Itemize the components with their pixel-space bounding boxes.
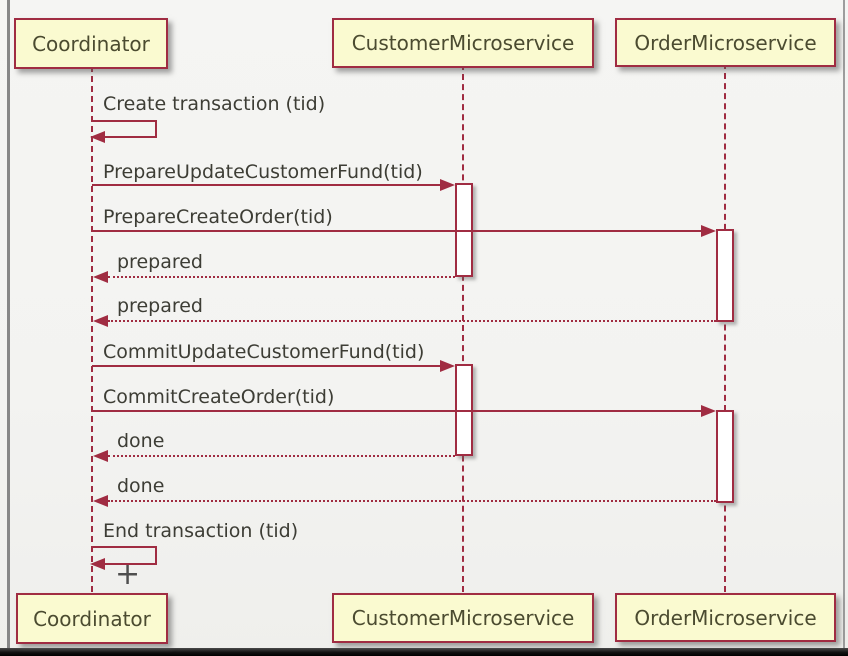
message-line-done-customer bbox=[108, 455, 455, 457]
arrowhead-icon-prepared-customer bbox=[93, 271, 108, 283]
message-label-done-customer: done bbox=[117, 430, 165, 452]
participant-label-customer-top: CustomerMicroservice bbox=[351, 31, 575, 55]
message-label-done-order: done bbox=[117, 475, 165, 497]
participant-label-order-top: OrderMicroservice bbox=[634, 30, 817, 55]
message-label-prepared-order: prepared bbox=[117, 295, 203, 317]
arrowhead-icon-self-1 bbox=[90, 131, 105, 143]
message-label-prepare-create-order: PrepareCreateOrder(tid) bbox=[103, 206, 333, 228]
message-line-prepared-order bbox=[108, 320, 716, 322]
frame-left-edge bbox=[7, 0, 10, 649]
lifeline-customer-microservice bbox=[462, 64, 464, 592]
frame-bottom-bar bbox=[0, 648, 848, 656]
self-loop-top-2 bbox=[92, 546, 157, 548]
participant-label-customer-bottom: CustomerMicroservice bbox=[351, 606, 575, 630]
message-line-commit-update bbox=[92, 365, 442, 367]
participant-box-coordinator-bottom: Coordinator bbox=[16, 593, 168, 644]
participant-box-customer-bottom: CustomerMicroservice bbox=[332, 593, 594, 643]
message-label-create-transaction: Create transaction (tid) bbox=[103, 93, 326, 115]
lifeline-coordinator bbox=[91, 66, 93, 592]
lifeline-order-microservice bbox=[724, 63, 726, 592]
message-label-prepare-update-customer-fund: PrepareUpdateCustomerFund(tid) bbox=[103, 161, 423, 183]
participant-label-coordinator-bottom: Coordinator bbox=[33, 606, 151, 631]
self-loop-bottom-2 bbox=[104, 563, 157, 565]
message-label-commit-update-customer-fund: CommitUpdateCustomerFund(tid) bbox=[103, 341, 425, 363]
participant-box-customer-top: CustomerMicroservice bbox=[332, 18, 594, 68]
participant-label-order-bottom: OrderMicroservice bbox=[634, 605, 817, 630]
message-line-prepare-update bbox=[92, 184, 442, 186]
message-line-prepare-create-order bbox=[92, 230, 702, 232]
activation-bar-order-1 bbox=[716, 229, 734, 322]
participant-box-order-bottom: OrderMicroservice bbox=[615, 593, 836, 642]
destroy-plus-marker: + bbox=[115, 557, 141, 592]
message-label-prepared-customer: prepared bbox=[117, 251, 203, 273]
self-loop-top-1 bbox=[92, 120, 157, 122]
message-label-end-transaction: End transaction (tid) bbox=[103, 520, 299, 542]
arrowhead-icon-commit-create-order bbox=[701, 405, 716, 417]
message-label-commit-create-order: CommitCreateOrder(tid) bbox=[103, 386, 335, 408]
message-line-done-order bbox=[108, 500, 716, 502]
message-line-prepared-customer bbox=[108, 276, 455, 278]
self-loop-right-1 bbox=[155, 120, 157, 137]
arrowhead-icon-prepare-update bbox=[440, 179, 455, 191]
arrowhead-icon-done-customer bbox=[93, 450, 108, 462]
message-line-commit-create-order bbox=[92, 410, 702, 412]
self-loop-bottom-1 bbox=[104, 136, 157, 138]
participant-box-order-top: OrderMicroservice bbox=[615, 18, 836, 67]
arrowhead-icon-commit-update bbox=[440, 360, 455, 372]
arrowhead-icon-prepare-create-order bbox=[701, 225, 716, 237]
arrowhead-icon-self-2 bbox=[90, 558, 105, 570]
self-loop-right-2 bbox=[155, 546, 157, 564]
frame-right-edge bbox=[843, 0, 845, 649]
participant-box-coordinator-top: Coordinator bbox=[14, 18, 168, 69]
activation-bar-order-2 bbox=[716, 410, 734, 503]
arrowhead-icon-done-order bbox=[93, 495, 108, 507]
participant-label-coordinator-top: Coordinator bbox=[32, 31, 150, 56]
arrowhead-icon-prepared-order bbox=[93, 315, 108, 327]
